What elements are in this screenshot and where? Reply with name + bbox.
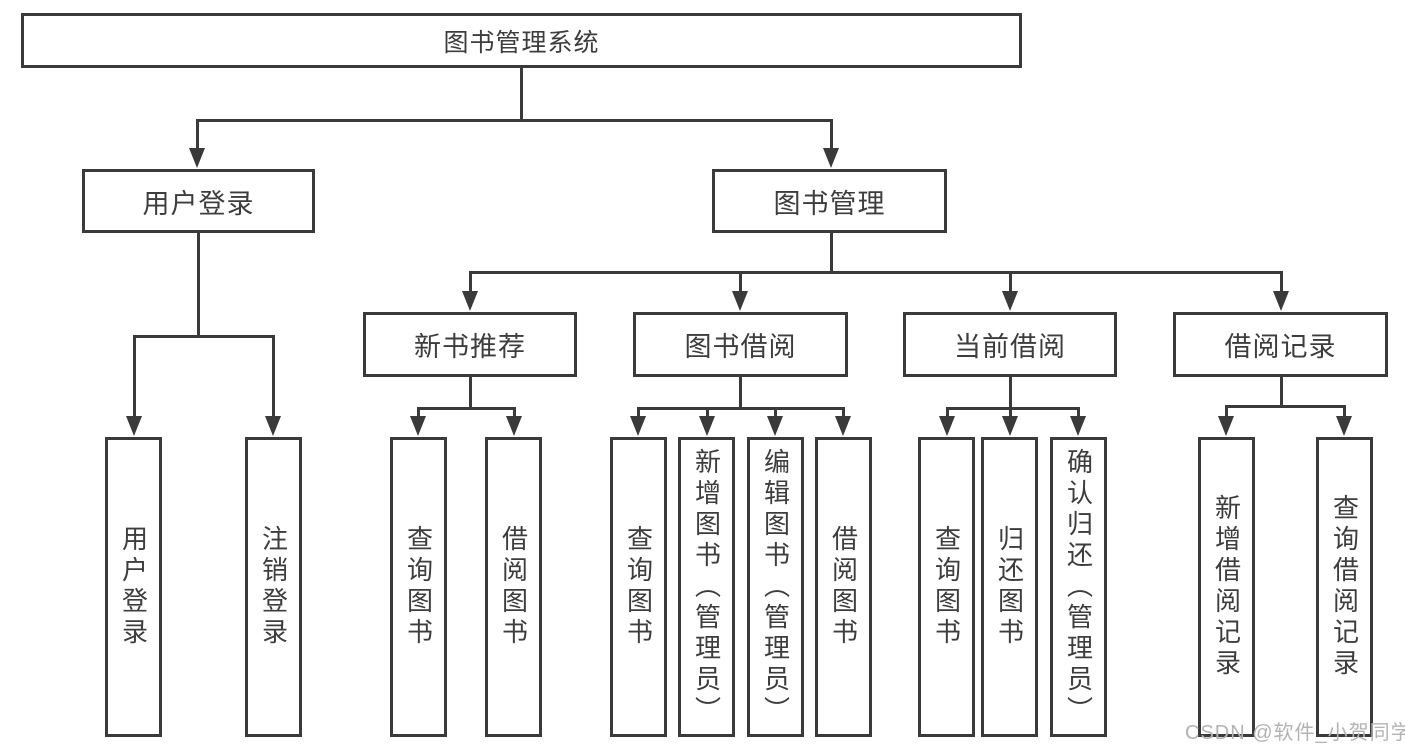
- node-label-leaf-query-record: 查询借阅记录: [1329, 494, 1360, 680]
- arrowhead-icon-book-mgmt-to-level3-3: [1273, 291, 1289, 311]
- connector-drop-current-borrow-to-leaves-1: [1008, 408, 1012, 418]
- arrowhead-icon-book-borrow-to-leaves-3: [835, 416, 851, 436]
- node-label-book-mgmt: 图书管理: [773, 188, 886, 219]
- node-label-leaf-return-book: 归还图书: [994, 525, 1025, 649]
- arrowhead-icon-new-book-rec-to-leaves-1: [506, 416, 522, 436]
- node-root: 图书管理系统: [21, 13, 1022, 68]
- connector-drop-current-borrow-to-leaves-0: [945, 408, 949, 418]
- node-label-user-login: 用户登录: [142, 188, 255, 219]
- connector-drop-book-borrow-to-leaves-2: [773, 408, 777, 418]
- node-leaf-return-book: 归还图书: [981, 437, 1038, 737]
- node-leaf-query-book-2: 查询图书: [610, 437, 667, 737]
- arrowhead-icon-book-borrow-to-leaves-1: [699, 416, 715, 436]
- connector-drop-current-borrow-to-leaves-2: [1076, 408, 1080, 418]
- arrowhead-icon-current-borrow-to-leaves-0: [939, 416, 955, 436]
- arrowhead-icon-borrow-records-to-leaves-1: [1336, 416, 1352, 436]
- arrowhead-icon-book-mgmt-to-level3-1: [732, 291, 748, 311]
- node-leaf-query-book-1: 查询图书: [390, 437, 447, 737]
- connector-branch-borrow-records-to-leaves: [1224, 404, 1346, 408]
- node-label-leaf-borrow-book-1: 借阅图书: [498, 525, 529, 649]
- connector-branch-book-borrow-to-leaves: [636, 406, 845, 410]
- csdn-watermark: CSDN @软件_小贺同学: [1185, 722, 1405, 744]
- arrowhead-icon-book-mgmt-to-level3-0: [462, 291, 478, 311]
- node-label-leaf-query-book-1: 查询图书: [403, 525, 434, 649]
- connector-drop-root-to-level2-1: [829, 120, 833, 150]
- connector-drop-root-to-level2-0: [195, 120, 199, 150]
- node-label-leaf-borrow-book-2: 借阅图书: [828, 525, 859, 649]
- connector-branch-root-to-level2: [195, 118, 833, 122]
- connector-drop-book-mgmt-to-level3-0: [468, 272, 472, 293]
- node-leaf-confirm-return: 确认归还（管理员）: [1050, 437, 1107, 737]
- connector-trunk-root-to-level2: [519, 68, 523, 120]
- connector-drop-book-mgmt-to-level3-2: [1008, 272, 1012, 293]
- arrowhead-icon-root-to-level2-0: [189, 148, 205, 168]
- arrowhead-icon-user-login-to-leaves-0: [126, 416, 142, 436]
- connector-drop-user-login-to-leaves-1: [271, 336, 275, 418]
- node-leaf-edit-book: 编辑图书（管理员）: [747, 437, 804, 737]
- node-label-new-book-rec: 新书推荐: [414, 332, 526, 362]
- node-label-leaf-confirm-return: 确认归还（管理员）: [1063, 447, 1094, 727]
- arrowhead-icon-user-login-to-leaves-1: [265, 416, 281, 436]
- node-leaf-query-record: 查询借阅记录: [1316, 437, 1373, 737]
- arrowhead-icon-current-borrow-to-leaves-2: [1070, 416, 1086, 436]
- node-label-leaf-query-book-3: 查询图书: [931, 525, 962, 649]
- connector-trunk-current-borrow-to-leaves: [1008, 377, 1012, 408]
- connector-trunk-borrow-records-to-leaves: [1279, 377, 1283, 406]
- node-label-leaf-add-book: 新增图书（管理员）: [691, 447, 722, 727]
- connector-branch-new-book-rec-to-leaves: [416, 406, 516, 410]
- arrowhead-icon-current-borrow-to-leaves-1: [1002, 416, 1018, 436]
- arrowhead-icon-book-mgmt-to-level3-2: [1002, 291, 1018, 311]
- node-user-login: 用户登录: [82, 169, 315, 233]
- arrowhead-icon-book-borrow-to-leaves-2: [767, 416, 783, 436]
- node-label-book-borrow: 图书借阅: [684, 332, 797, 362]
- connector-drop-borrow-records-to-leaves-0: [1224, 406, 1228, 418]
- connector-drop-new-book-rec-to-leaves-1: [512, 408, 516, 418]
- node-leaf-borrow-book-1: 借阅图书: [485, 437, 542, 737]
- connector-drop-book-borrow-to-leaves-3: [841, 408, 845, 418]
- connector-drop-book-borrow-to-leaves-1: [705, 408, 709, 418]
- arrowhead-icon-borrow-records-to-leaves-0: [1218, 416, 1234, 436]
- node-leaf-add-record: 新增借阅记录: [1198, 437, 1255, 737]
- arrowhead-icon-root-to-level2-1: [823, 148, 839, 168]
- node-borrow-records: 借阅记录: [1173, 312, 1388, 377]
- node-label-leaf-query-book-2: 查询图书: [623, 525, 654, 649]
- node-leaf-logout: 注销登录: [245, 437, 302, 737]
- connector-drop-book-mgmt-to-level3-1: [738, 272, 742, 293]
- node-label-leaf-user-login: 用户登录: [118, 525, 149, 649]
- node-book-borrow: 图书借阅: [633, 312, 848, 377]
- node-label-leaf-add-record: 新增借阅记录: [1211, 494, 1242, 680]
- node-label-borrow-records: 借阅记录: [1224, 332, 1337, 362]
- connector-trunk-user-login-to-leaves: [196, 233, 200, 336]
- connector-drop-new-book-rec-to-leaves-0: [416, 408, 420, 418]
- arrowhead-icon-new-book-rec-to-leaves-0: [410, 416, 426, 436]
- node-current-borrow: 当前借阅: [903, 312, 1117, 377]
- connector-trunk-book-borrow-to-leaves: [738, 377, 742, 408]
- node-leaf-query-book-3: 查询图书: [918, 437, 975, 737]
- node-book-mgmt: 图书管理: [712, 169, 947, 233]
- node-label-leaf-logout: 注销登录: [258, 525, 289, 649]
- connector-drop-user-login-to-leaves-0: [132, 336, 136, 418]
- arrowhead-icon-book-borrow-to-leaves-0: [630, 416, 646, 436]
- connector-drop-borrow-records-to-leaves-1: [1342, 406, 1346, 418]
- node-label-leaf-edit-book: 编辑图书（管理员）: [760, 447, 791, 727]
- node-label-root: 图书管理系统: [443, 28, 600, 57]
- node-leaf-borrow-book-2: 借阅图书: [815, 437, 872, 737]
- connector-branch-book-mgmt-to-level3: [468, 270, 1283, 274]
- connector-trunk-book-mgmt-to-level3: [829, 233, 833, 272]
- node-leaf-user-login: 用户登录: [105, 437, 162, 737]
- connector-branch-current-borrow-to-leaves: [945, 406, 1080, 410]
- node-new-book-rec: 新书推荐: [363, 312, 577, 377]
- node-label-current-borrow: 当前借阅: [954, 332, 1066, 362]
- connector-drop-book-borrow-to-leaves-0: [636, 408, 640, 418]
- connector-trunk-new-book-rec-to-leaves: [468, 377, 472, 408]
- connector-branch-user-login-to-leaves: [132, 334, 275, 338]
- connector-drop-book-mgmt-to-level3-3: [1279, 272, 1283, 293]
- node-leaf-add-book: 新增图书（管理员）: [678, 437, 735, 737]
